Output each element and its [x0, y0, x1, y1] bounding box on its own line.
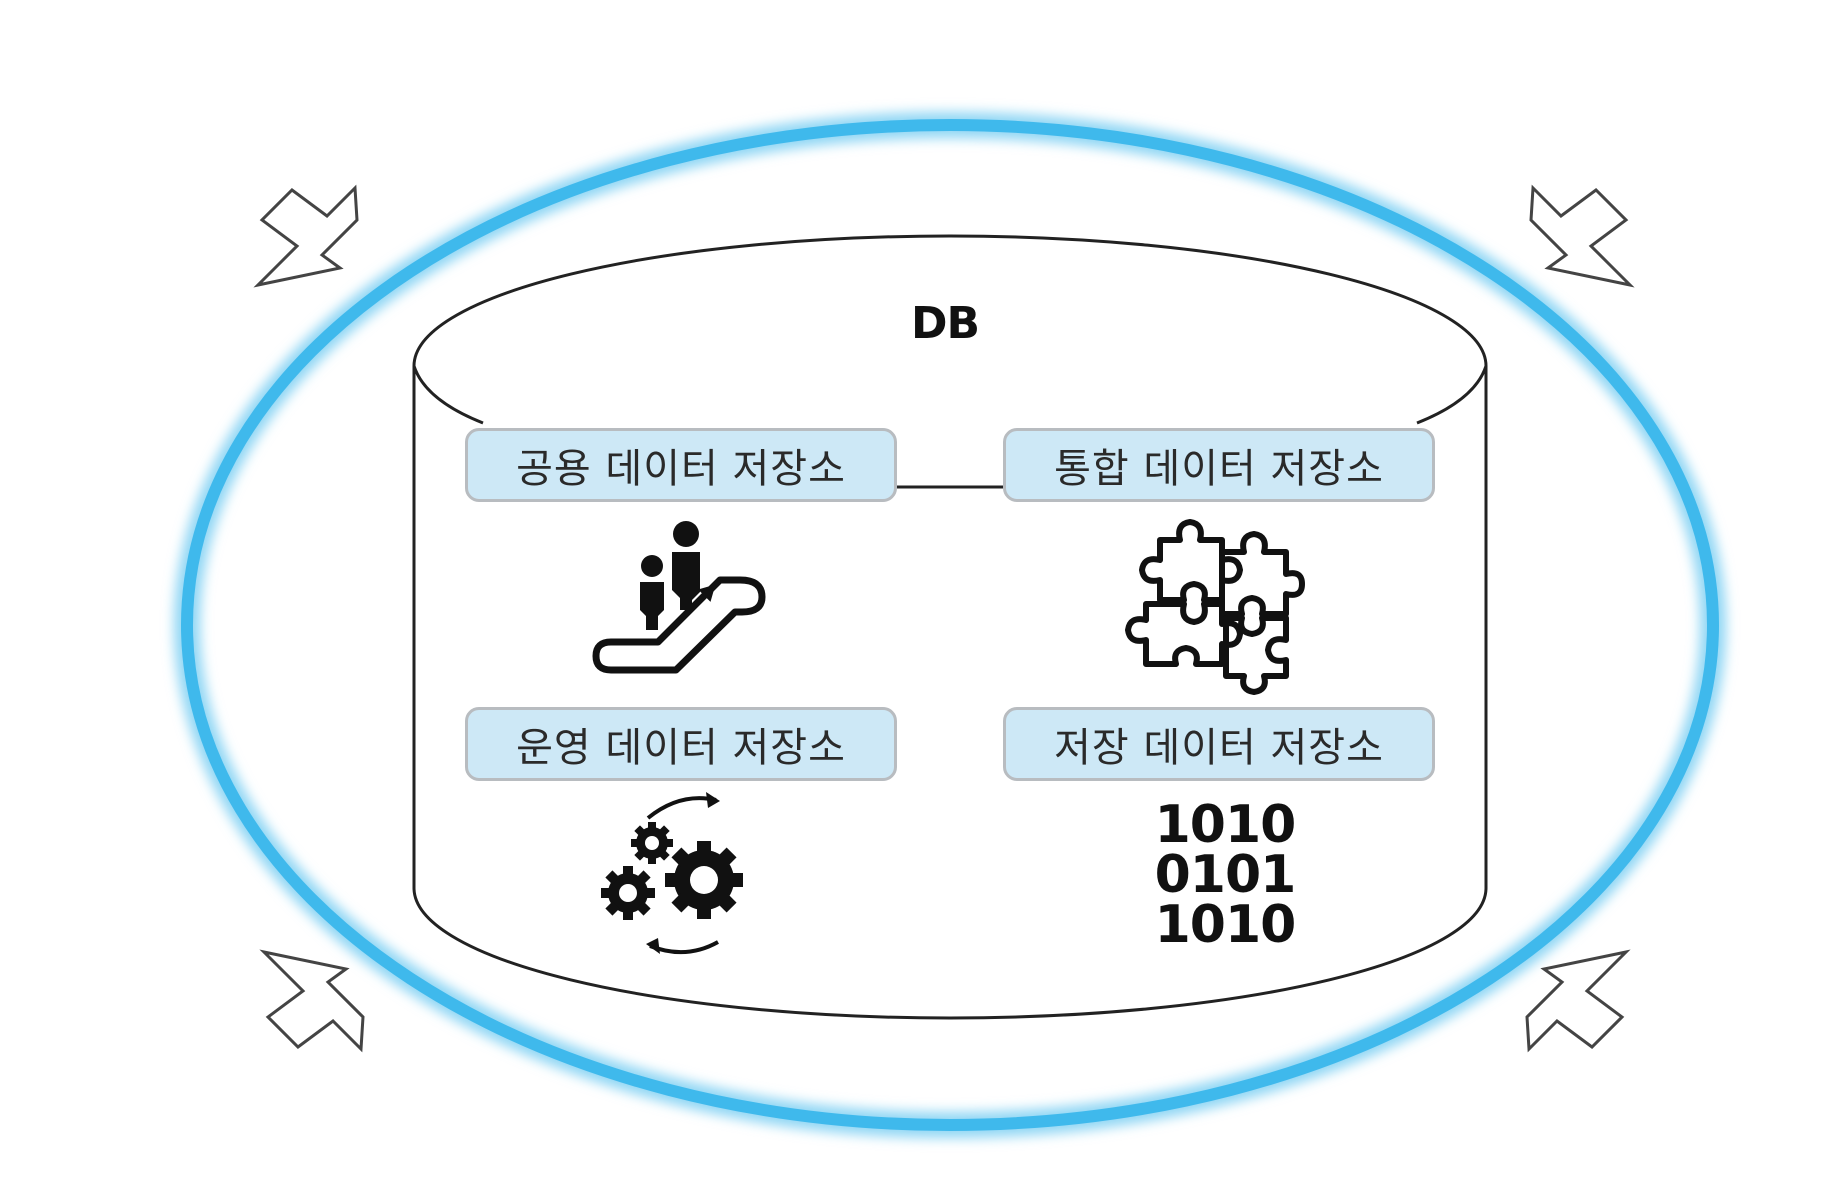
puzzle-pieces-icon: [1125, 519, 1305, 695]
arrow-top-left-icon: [253, 184, 359, 288]
binary-data-icon: 1010 0101 1010: [1120, 795, 1330, 955]
storage-data-repository-box: 저장 데이터 저장소: [1003, 707, 1435, 781]
escalator-people-icon: [592, 521, 766, 674]
operational-data-repository-label: 운영 데이터 저장소: [516, 725, 846, 771]
arrow-bottom-left-icon: [259, 949, 365, 1053]
arrow-top-right-icon: [1529, 184, 1635, 288]
integrated-data-repository-label: 통합 데이터 저장소: [1054, 446, 1384, 492]
integrated-data-repository-box: 통합 데이터 저장소: [1003, 428, 1435, 502]
binary-line: 1010: [1154, 895, 1297, 955]
db-label: DB: [910, 298, 980, 349]
storage-data-repository-label: 저장 데이터 저장소: [1054, 725, 1384, 771]
binary-line: 1010: [1154, 795, 1297, 855]
shared-data-repository-box: 공용 데이터 저장소: [465, 428, 897, 502]
binary-line: 0101: [1154, 845, 1297, 905]
arrow-bottom-right-icon: [1525, 949, 1631, 1053]
operational-data-repository-box: 운영 데이터 저장소: [465, 707, 897, 781]
gears-cycle-icon: [601, 792, 743, 955]
outer-ring: [174, 112, 1726, 1138]
shared-data-repository-label: 공용 데이터 저장소: [516, 446, 846, 492]
